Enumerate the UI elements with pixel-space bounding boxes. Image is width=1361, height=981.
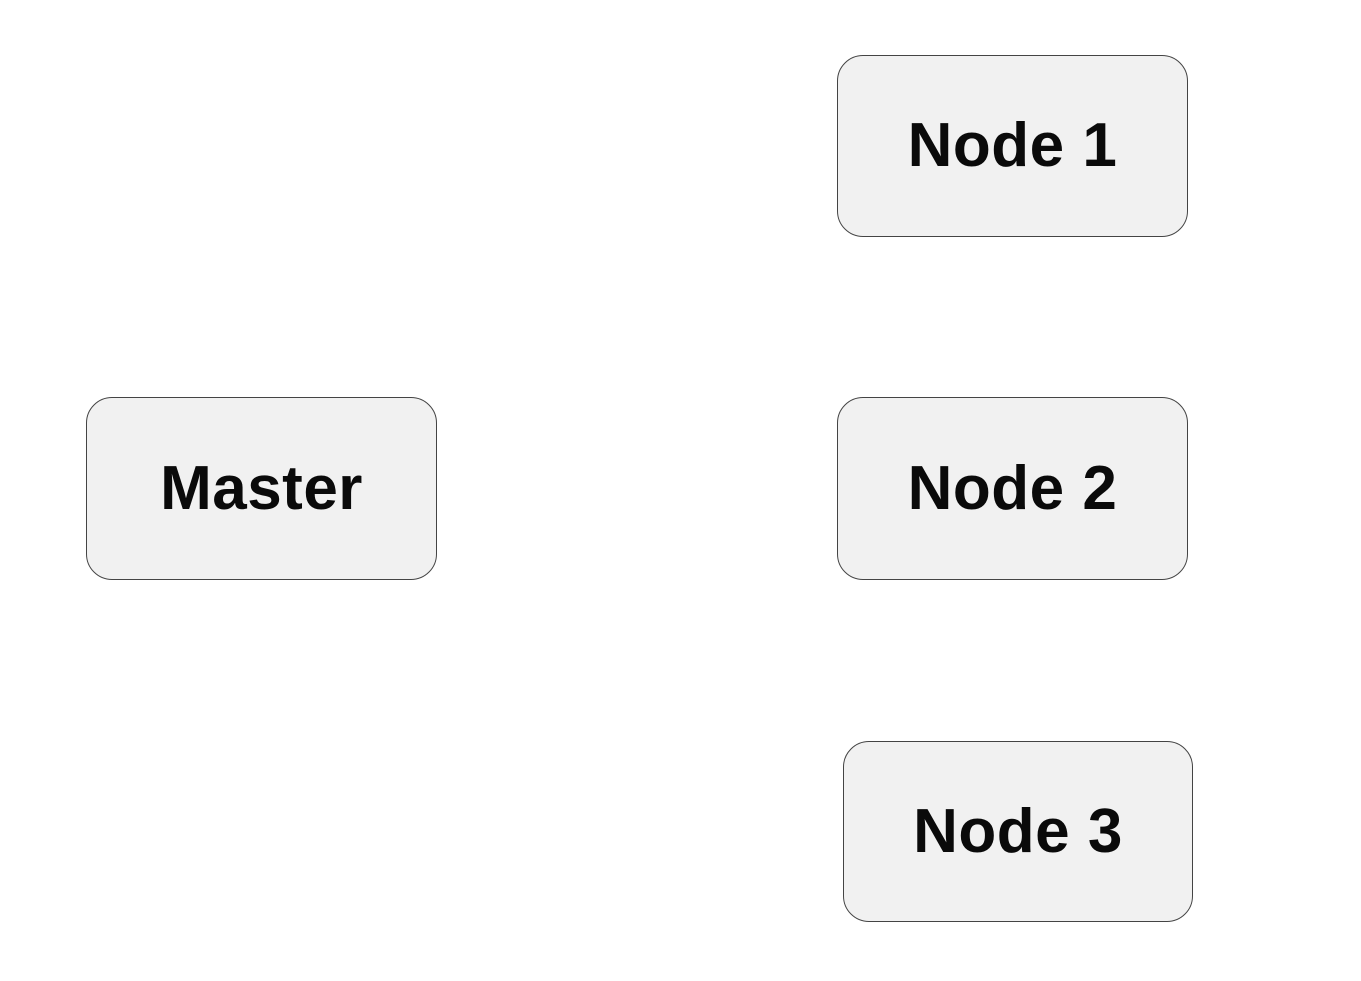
node-1-label: Node 1: [907, 111, 1118, 180]
node-3-box: Node 3: [843, 741, 1193, 922]
node-2-box: Node 2: [837, 397, 1188, 580]
node-3-label: Node 3: [913, 796, 1123, 866]
master-box: Master: [86, 397, 437, 580]
node-2-label: Node 2: [907, 453, 1118, 523]
master-label: Master: [160, 453, 363, 523]
node-1-box: Node 1: [837, 55, 1188, 237]
